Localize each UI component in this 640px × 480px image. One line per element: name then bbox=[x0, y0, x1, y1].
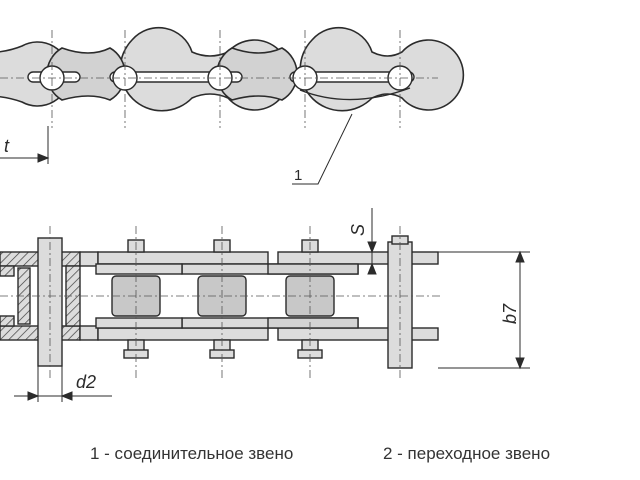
legend-item-transition-link: 2 - переходное звено bbox=[383, 444, 551, 463]
pitch-label: t bbox=[4, 136, 10, 156]
outer-plate-right bbox=[299, 26, 465, 112]
spring-clip bbox=[299, 87, 411, 101]
chain-side-view bbox=[0, 26, 465, 112]
thickness-label: S bbox=[348, 224, 368, 236]
pin-diameter-dimension bbox=[14, 366, 112, 402]
centerlines-top bbox=[0, 30, 438, 128]
chain-drawing-svg: t 1 bbox=[0, 26, 530, 402]
pitch-dimension bbox=[0, 126, 50, 164]
callout-1-label: 1 bbox=[294, 167, 302, 184]
pin-diameter-label: d2 bbox=[76, 372, 96, 392]
width-label: b7 bbox=[500, 303, 520, 324]
legend-item-connecting-link: 1 - соединительное звено bbox=[90, 444, 294, 463]
callout-1-leader bbox=[292, 113, 353, 185]
sectioned-link bbox=[0, 237, 81, 367]
legend: 1 - соединительное звено 2 - переходное … bbox=[0, 440, 640, 468]
centerlines-bottom bbox=[0, 226, 440, 378]
thickness-dimension bbox=[360, 208, 388, 275]
width-dimension bbox=[438, 250, 530, 370]
